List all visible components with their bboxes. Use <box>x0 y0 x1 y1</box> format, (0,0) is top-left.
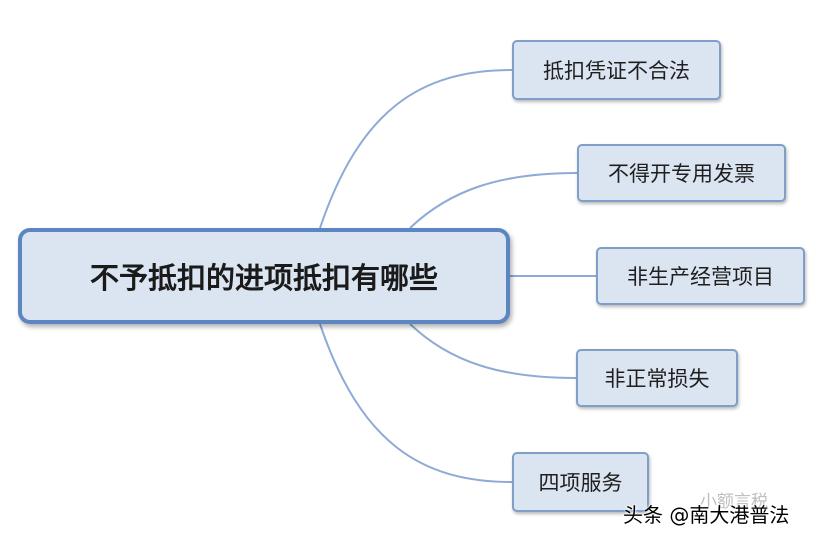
branch-node-non-business-items: 非生产经营项目 <box>596 247 805 305</box>
branch-node-invalid-vouchers: 抵扣凭证不合法 <box>512 40 721 100</box>
connector-branch-5 <box>319 323 513 483</box>
branch-node-no-special-invoice: 不得开专用发票 <box>577 144 786 202</box>
branch-node-four-services: 四项服务 <box>512 452 649 512</box>
connector-branch-2 <box>409 172 578 229</box>
background-watermark: 小额言税 <box>700 492 768 512</box>
connector-branch-4 <box>409 323 577 379</box>
connector-branch-1 <box>319 69 513 229</box>
watermark: 头条 @南大港普法 <box>623 503 790 527</box>
branch-node-abnormal-losses: 非正常损失 <box>576 349 738 407</box>
root-topic: 不予抵扣的进项抵扣有哪些 <box>18 228 510 324</box>
